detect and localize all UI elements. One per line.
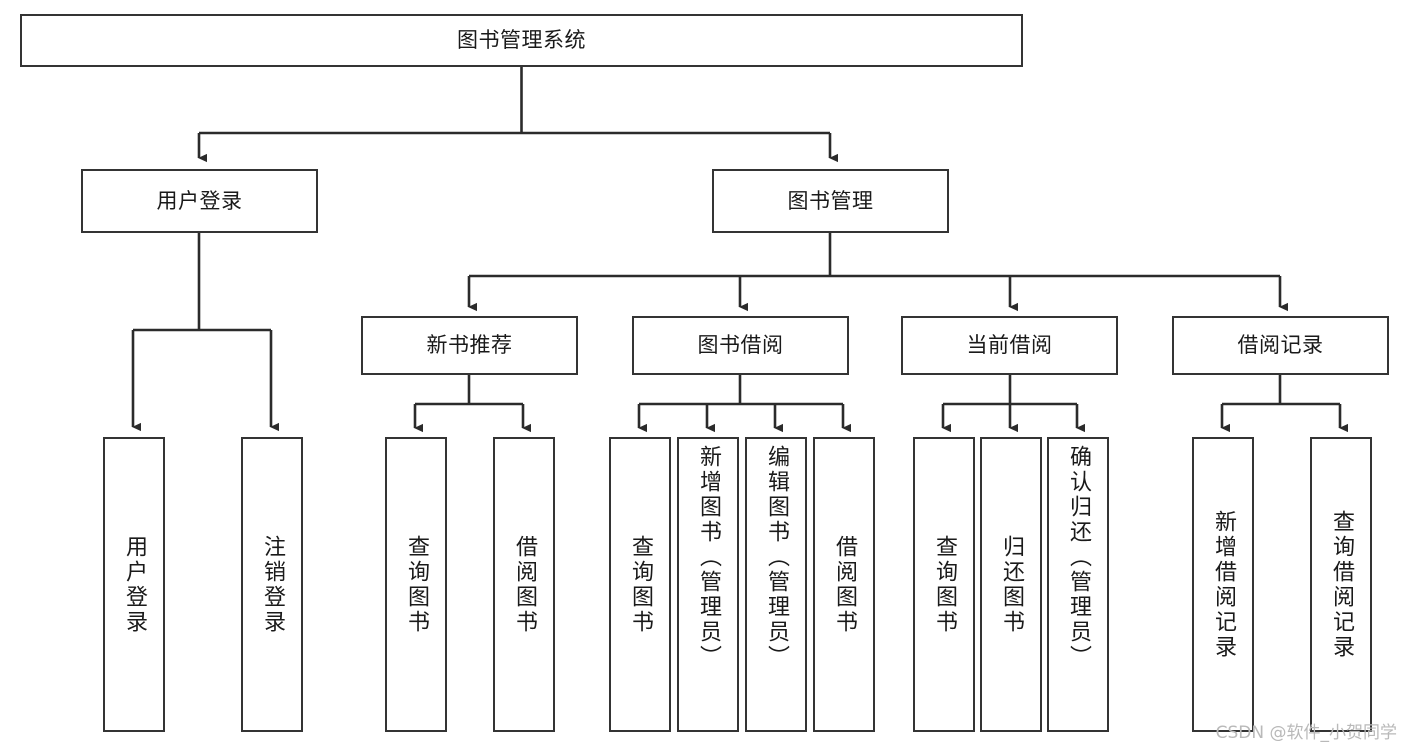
node-leaf-add-record-label: 新增借阅记录 [1211, 509, 1236, 660]
node-root[interactable]: 图书管理系统 [20, 14, 1023, 67]
watermark-text: CSDN @软件_小贺同学 [1215, 723, 1397, 743]
node-book-borrow[interactable]: 图书借阅 [632, 316, 849, 375]
node-book-manage[interactable]: 图书管理 [712, 169, 949, 233]
node-leaf-user-login-label: 用户登录 [122, 534, 147, 635]
node-leaf-user-login[interactable]: 用户登录 [103, 437, 165, 732]
node-leaf-query-record-label: 查询借阅记录 [1329, 509, 1354, 660]
node-leaf-borrow-book-1[interactable]: 借阅图书 [493, 437, 555, 732]
node-new-book-rec[interactable]: 新书推荐 [361, 316, 578, 375]
node-current-borrow-label: 当前借阅 [966, 333, 1053, 358]
node-leaf-edit-book[interactable]: 编辑图书（管理员） [745, 437, 807, 732]
node-leaf-logout-login-label: 注销登录 [260, 534, 285, 635]
node-leaf-query-book-2-label: 查询图书 [628, 534, 653, 635]
node-book-borrow-label: 图书借阅 [697, 333, 784, 358]
node-root-label: 图书管理系统 [457, 28, 586, 53]
node-leaf-add-book[interactable]: 新增图书（管理员） [677, 437, 739, 732]
node-leaf-return-book-label: 归还图书 [999, 534, 1024, 635]
node-leaf-confirm-return-label: 确认归还（管理员） [1066, 445, 1091, 670]
node-user-login[interactable]: 用户登录 [81, 169, 318, 233]
node-borrow-record[interactable]: 借阅记录 [1172, 316, 1389, 375]
node-leaf-query-book-1-label: 查询图书 [404, 534, 429, 635]
node-leaf-borrow-book-1-label: 借阅图书 [512, 534, 537, 635]
node-leaf-query-book-3-label: 查询图书 [932, 534, 957, 635]
node-leaf-borrow-book-2-label: 借阅图书 [832, 534, 857, 635]
node-current-borrow[interactable]: 当前借阅 [901, 316, 1118, 375]
node-borrow-record-label: 借阅记录 [1237, 333, 1324, 358]
node-new-book-rec-label: 新书推荐 [426, 333, 513, 358]
node-user-login-label: 用户登录 [156, 188, 243, 213]
node-leaf-query-book-1[interactable]: 查询图书 [385, 437, 447, 732]
node-leaf-query-book-3[interactable]: 查询图书 [913, 437, 975, 732]
node-leaf-add-record[interactable]: 新增借阅记录 [1192, 437, 1254, 732]
node-leaf-confirm-return[interactable]: 确认归还（管理员） [1047, 437, 1109, 732]
node-leaf-query-record[interactable]: 查询借阅记录 [1310, 437, 1372, 732]
node-leaf-return-book[interactable]: 归还图书 [980, 437, 1042, 732]
node-book-manage-label: 图书管理 [787, 188, 874, 213]
node-leaf-borrow-book-2[interactable]: 借阅图书 [813, 437, 875, 732]
node-leaf-query-book-2[interactable]: 查询图书 [609, 437, 671, 732]
node-leaf-logout-login[interactable]: 注销登录 [241, 437, 303, 732]
node-leaf-edit-book-label: 编辑图书（管理员） [764, 445, 789, 670]
node-leaf-add-book-label: 新增图书（管理员） [696, 445, 721, 670]
